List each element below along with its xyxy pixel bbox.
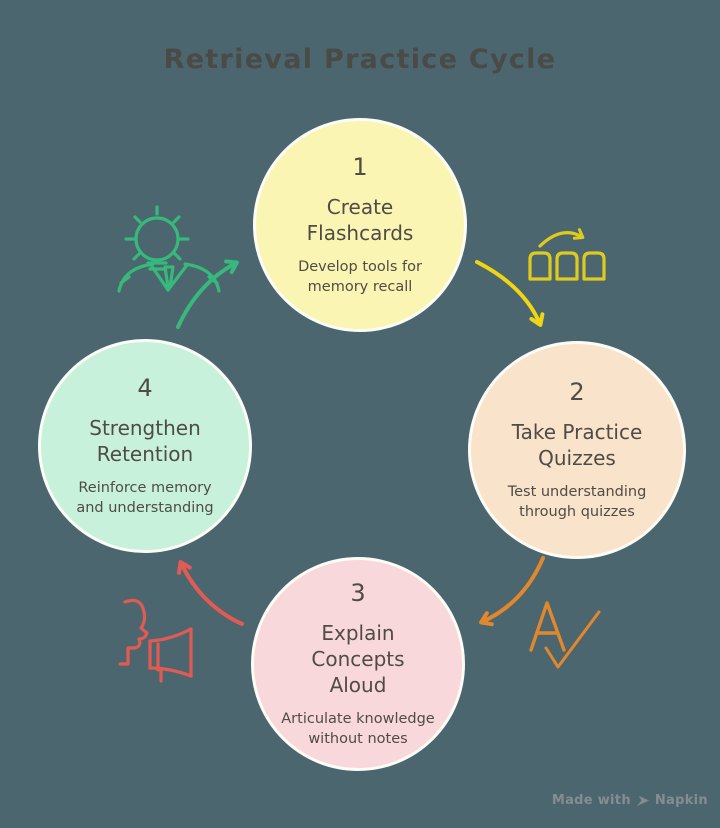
step-circle-2: 2 Take Practice Quizzes Test understandi…: [468, 341, 686, 559]
arrow-step1-to-step2: [475, 260, 545, 327]
step-4-description: Reinforce memory and understanding: [76, 480, 214, 516]
step-2-title: Take Practice Quizzes: [511, 420, 643, 470]
step-circle-4: 4 Strengthen Retention Reinforce memory …: [38, 339, 252, 553]
arrow-step4-to-step1: [176, 259, 239, 329]
watermark: Made with Napkin: [552, 793, 708, 808]
step-2-description: Test understanding through quizzes: [507, 484, 647, 520]
step-1-description: Develop tools for memory recall: [298, 259, 422, 295]
step-3-number: 3: [350, 579, 366, 607]
step-1-title: Create Flashcards: [306, 195, 414, 245]
step-3-title: Explain Concepts Aloud: [311, 621, 405, 697]
letter-a-checkmark-icon: [529, 601, 601, 669]
megaphone-speaking-icon: [118, 598, 193, 683]
flashcards-icon: [528, 228, 606, 281]
arrow-step2-to-step3: [479, 556, 545, 627]
step-2-number: 2: [569, 378, 585, 406]
step-4-number: 4: [137, 374, 153, 402]
step-circle-3: 3 Explain Concepts Aloud Articulate know…: [251, 557, 465, 771]
watermark-brand: Napkin: [654, 793, 708, 808]
page-title: Retrieval Practice Cycle: [163, 44, 557, 75]
step-4-title: Strengthen Retention: [89, 416, 201, 466]
arrow-step3-to-step4: [177, 560, 244, 626]
step-1-number: 1: [352, 153, 368, 181]
napkin-logo-icon: [636, 795, 649, 806]
step-3-description: Articulate knowledge without notes: [281, 711, 435, 747]
lightbulb-person-icon: [117, 205, 221, 293]
step-circle-1: 1 Create Flashcards Develop tools for me…: [253, 118, 467, 332]
watermark-prefix: Made with: [551, 793, 631, 808]
